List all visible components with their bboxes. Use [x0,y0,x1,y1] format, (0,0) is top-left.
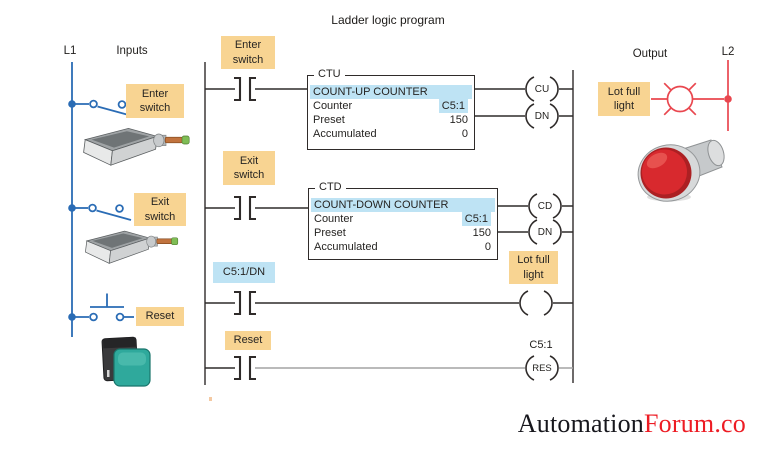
enter-limit-switch-symbol [72,99,135,118]
ctu-name: COUNT-UP COUNTER [310,85,472,99]
stray-mark [209,397,212,401]
coil-res-symbol [525,355,559,381]
lamp-symbol [651,60,732,131]
brand-black: Automation [517,409,645,438]
ctd-name: COUNT-DOWN COUNTER [311,198,495,212]
coil-cu-symbol [525,76,559,102]
coil-dn-down-label: DN [537,226,553,238]
ctu-row-counter: Counter C5:1 [308,99,474,113]
ctd-tag: CTD [315,181,346,193]
l1-rail-label: L1 [63,45,77,57]
coil-cd-label: CD [537,200,553,212]
rung4-contact-label: Reset [225,331,271,350]
ctd-block: CTD COUNT-DOWN COUNTER Counter C5:1 Pres… [308,181,498,260]
coil-lot-full-light-label: Lot full light [509,251,558,284]
diagram-title: Ladder logic program [331,13,445,27]
ctu-tag: CTU [314,68,345,80]
coil-cd-symbol [528,193,562,219]
ctd-row-preset: Preset 150 [314,227,491,239]
coil-lot-full-light-symbol [519,290,553,316]
ladder-contacts [234,76,256,381]
exit-limit-switch-photo [85,230,179,264]
branding-logo: AutomationForum.co [498,409,746,439]
ctu-counter-address: C5:1 [438,99,468,113]
res-coil-address: C5:1 [529,339,553,351]
input-enter-switch-label: Enter switch [126,84,184,118]
coil-dn-down-symbol [528,219,562,245]
l2-rail-label: L2 [721,46,735,58]
rung2-wires [205,205,573,233]
coil-dn-up-label: DN [534,110,550,122]
coil-cu-label: CU [534,83,550,95]
reset-pushbutton-symbol [72,293,134,322]
contact-exit-switch [234,195,256,221]
rung1-wires [205,88,573,117]
rung3-contact-label: C5:1/DN [213,262,275,283]
l1-input-wiring [68,62,135,337]
enter-limit-switch-photo [83,127,190,166]
ladder-wiring [204,62,574,385]
contact-reset [234,355,256,381]
output-heading: Output [632,48,668,60]
ctu-row-preset: Preset 150 [313,114,468,126]
ctu-row-accumulated: Accumulated 0 [313,128,468,140]
input-reset-label: Reset [136,307,184,326]
input-exit-switch-label: Exit switch [134,193,186,226]
rung1-contact-label: Enter switch [221,36,275,69]
inputs-heading: Inputs [116,45,148,57]
ctd-counter-address: C5:1 [461,212,491,226]
ctu-block: CTU COUNT-UP COUNTER Counter C5:1 Preset… [307,68,475,150]
rung2-contact-label: Exit switch [223,151,275,185]
ctd-row-counter: Counter C5:1 [309,212,497,226]
output-lot-full-light-label: Lot full light [598,82,650,116]
coil-res-label: RES [532,363,552,374]
coil-dn-up-symbol [525,103,559,129]
ctd-row-accumulated: Accumulated 0 [314,241,491,253]
exit-limit-switch-symbol [72,203,132,221]
red-pilot-light-photo [637,139,725,202]
contact-enter-switch [234,76,256,102]
reset-pushbutton-photo [101,336,151,387]
brand-red: Forum.co [644,409,746,438]
ladder-coils [519,76,562,381]
contact-count-done-bit [234,290,256,316]
